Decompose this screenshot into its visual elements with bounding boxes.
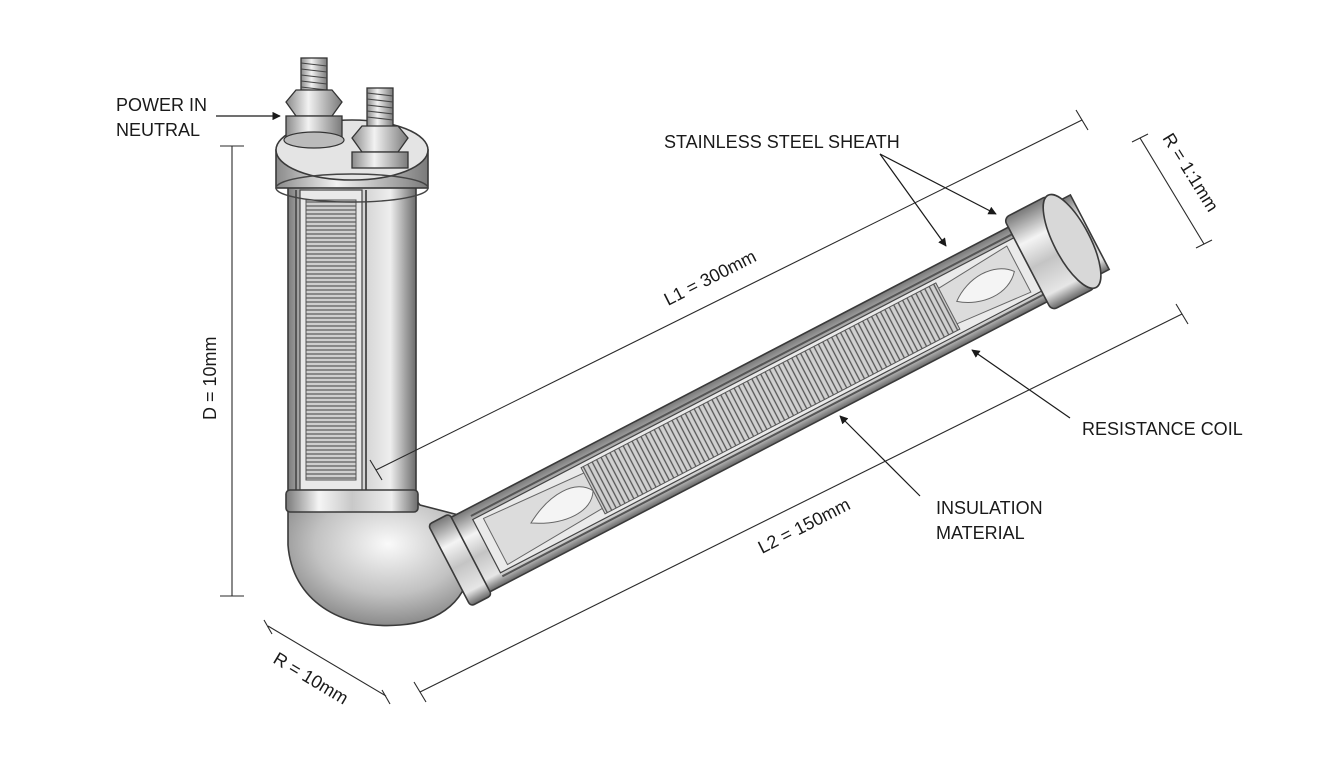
leader-lines [216,111,1071,497]
r-bend-dimension-label: R = 10mm [270,648,352,708]
l1-dimension-label: L1 = 300mm [661,246,760,309]
vertical-leg [285,169,419,513]
terminal-neutral [351,87,409,169]
l2-dimension-label: L2 = 150mm [755,494,854,557]
d-dimension-label: D = 10mm [200,336,220,420]
sheath-label: STAINLESS STEEL SHEATH [664,132,900,152]
coil-label: RESISTANCE COIL [1082,419,1243,439]
vertical-coil [305,199,357,481]
r-end-dimension-label: R = 1:1mm [1159,130,1223,216]
terminal-power [283,57,345,149]
insulation-label-line1: INSULATION [936,498,1043,518]
insulation-label-line2: MATERIAL [936,523,1025,543]
power-in-label: POWER IN [116,95,207,115]
heater-body [275,57,1111,627]
dimension-lines [220,109,1213,705]
neutral-label: NEUTRAL [116,120,200,140]
horizontal-leg [428,193,1111,606]
